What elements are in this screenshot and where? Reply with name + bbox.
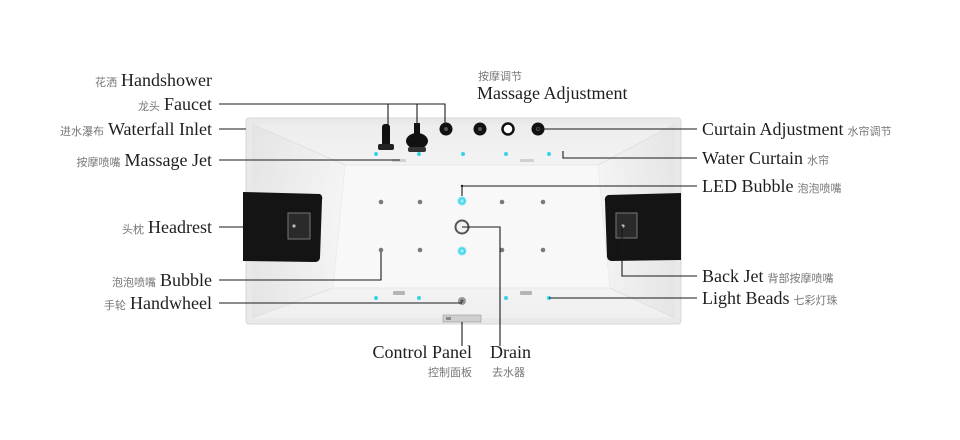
- label-handwheel-cn: 手轮: [104, 299, 127, 312]
- label-massage-adjustment-en: Massage Adjustment: [477, 83, 628, 103]
- led-bubble: [457, 196, 467, 206]
- label-handshower-en: Handshower: [121, 70, 212, 90]
- label-waterfall-inlet-cn: 进水瀑布: [60, 125, 104, 138]
- label-drain-cn-wrap: 去水器: [492, 364, 525, 380]
- label-bubble-en: Bubble: [160, 270, 212, 290]
- label-handshower: 花洒 Handshower: [95, 71, 212, 90]
- label-curtain-adjustment-cn: 水帘调节: [847, 125, 892, 138]
- label-control-panel-en: Control Panel: [372, 342, 473, 362]
- label-drain-en-wrap: Drain: [490, 343, 531, 362]
- label-back-jet-cn: 背部按摩喷嘴: [767, 272, 834, 285]
- label-led-bubble-cn: 泡泡喷嘴: [797, 182, 842, 195]
- label-control-panel-cn-wrap: 控制面板: [428, 364, 472, 380]
- label-led-bubble: LED Bubble 泡泡喷嘴: [702, 177, 842, 196]
- label-bubble-cn: 泡泡喷嘴: [112, 276, 156, 289]
- label-massage-jet: 按摩喷嘴 Massage Jet: [77, 151, 212, 170]
- light-beads-top: [374, 152, 551, 156]
- label-curtain-adjustment: Curtain Adjustment 水帘调节: [702, 120, 892, 139]
- label-drain-en: Drain: [490, 342, 531, 362]
- label-headrest-en: Headrest: [148, 217, 212, 237]
- label-headrest: 头枕 Headrest: [122, 218, 212, 237]
- label-faucet-cn: 龙头: [138, 100, 161, 113]
- headrest-right: [604, 193, 681, 261]
- handshower-fixture: [378, 124, 394, 150]
- label-massage-adjustment-cn-wrap: 按摩调节: [478, 68, 522, 84]
- label-handwheel: 手轮 Handwheel: [104, 294, 212, 313]
- label-waterfall-inlet-en: Waterfall Inlet: [108, 119, 212, 139]
- label-handshower-cn: 花洒: [95, 76, 118, 89]
- label-massage-adjustment-en-wrap: Massage Adjustment: [477, 84, 628, 103]
- label-drain-cn: 去水器: [492, 366, 525, 379]
- label-water-curtain: Water Curtain 水帘: [702, 149, 829, 168]
- led-bubble: [457, 246, 467, 256]
- label-bubble: 泡泡喷嘴 Bubble: [112, 271, 212, 290]
- label-led-bubble-en: LED Bubble: [702, 176, 794, 196]
- label-water-curtain-en: Water Curtain: [702, 148, 804, 168]
- label-headrest-cn: 头枕: [122, 223, 145, 236]
- bottom-jet: [393, 291, 405, 295]
- label-handwheel-en: Handwheel: [130, 293, 212, 313]
- massage-adjust-knob-2: [501, 122, 515, 136]
- headrest-left: [243, 192, 323, 262]
- label-water-curtain-cn: 水帘: [807, 154, 830, 167]
- label-massage-adjustment-cn: 按摩调节: [478, 70, 522, 83]
- label-back-jet: Back Jet 背部按摩喷嘴: [702, 267, 833, 286]
- label-waterfall-inlet: 进水瀑布 Waterfall Inlet: [60, 120, 212, 139]
- label-massage-jet-en: Massage Jet: [124, 150, 212, 170]
- label-light-beads-en: Light Beads: [702, 288, 790, 308]
- jets: [378, 199, 546, 253]
- label-faucet-en: Faucet: [164, 94, 212, 114]
- faucet-fixture: [406, 123, 428, 152]
- label-faucet: 龙头 Faucet: [138, 95, 212, 114]
- label-light-beads-cn: 七彩灯珠: [793, 294, 838, 307]
- label-control-panel-cn: 控制面板: [428, 366, 472, 379]
- label-light-beads: Light Beads 七彩灯珠: [702, 289, 838, 308]
- label-back-jet-en: Back Jet: [702, 266, 764, 286]
- water-curtain-slot: [520, 159, 534, 162]
- label-massage-jet-cn: 按摩喷嘴: [76, 156, 121, 169]
- label-control-panel-en-wrap: Control Panel: [373, 343, 473, 362]
- label-curtain-adjustment-en: Curtain Adjustment: [702, 119, 844, 139]
- handwheel: [458, 297, 466, 305]
- bottom-jet: [520, 291, 532, 295]
